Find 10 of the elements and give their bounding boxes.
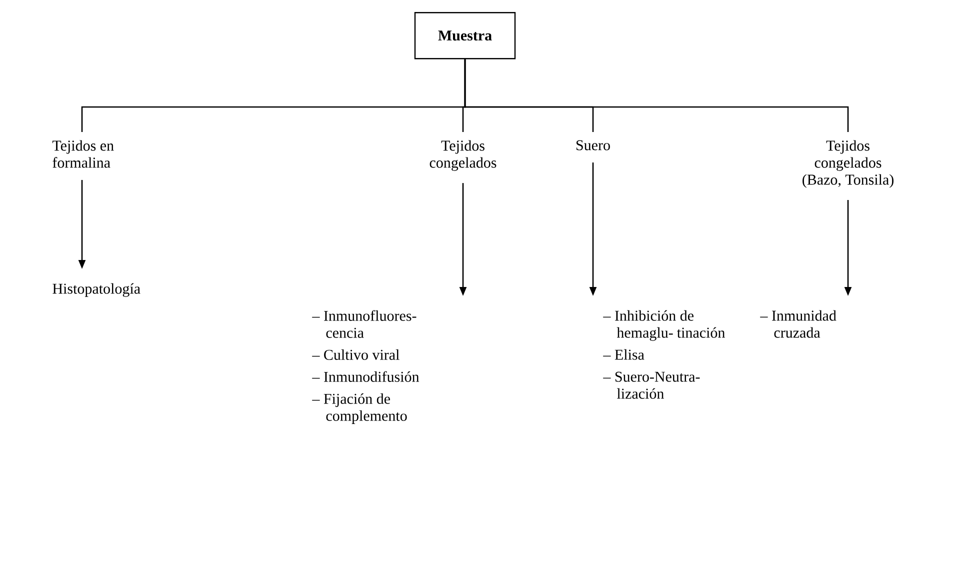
category-label: Tejidos en formalina [52,140,114,168]
category-label: Tejidos congelados (Bazo, Tonsila) [802,140,894,188]
category-label: Tejidos congelados [430,140,496,171]
method-label: Histopatología [52,283,140,297]
method-list: – Inmunofluores- cencia – Cultivo viral – Inmunodifusión – Fijación de complemento [312,310,420,424]
method-list: – Inmunidad cruzada [760,310,836,338]
connector-line [464,59,849,132]
category-label: Suero [576,140,610,150]
method-list: – Inhibición de hemaglu- tinación – Elisa – Suero-Neutra- lización [603,310,725,399]
sample-box: Muestra [414,12,516,60]
